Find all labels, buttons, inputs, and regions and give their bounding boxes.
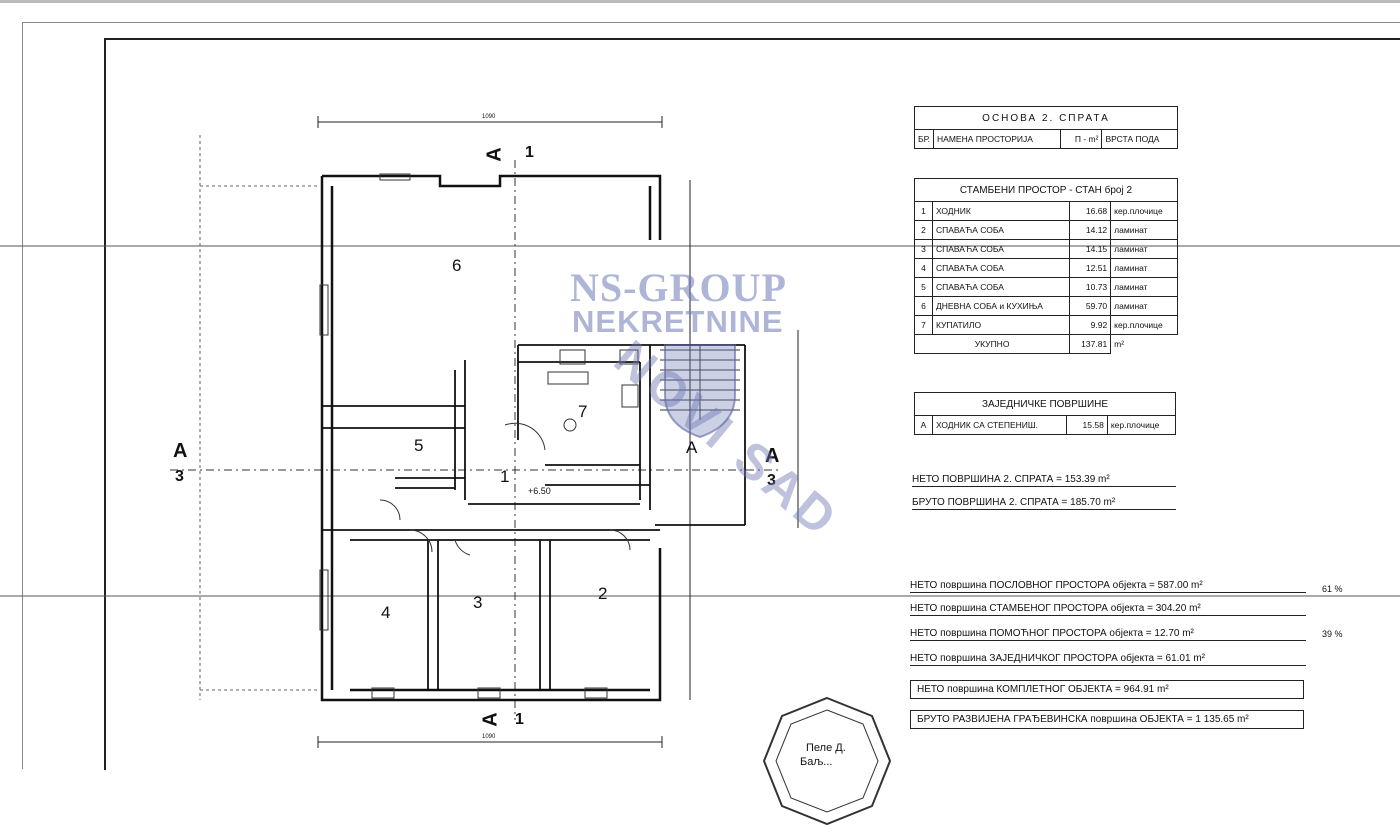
gross-developed-area: БРУТО РАЗВИЈЕНА ГРАЂЕВИНСКА површина ОБЈ…: [910, 710, 1304, 729]
section-marker-bottom: A: [479, 712, 502, 727]
section-marker-left: A: [173, 440, 188, 462]
dimension-top: 1090: [482, 114, 496, 120]
row-name: СПАВАЋА СОБА: [931, 277, 1071, 297]
row-name: ХОДНИК: [931, 201, 1071, 221]
watermark-title: NS-GROUP: [570, 265, 787, 310]
row-floor: ламинат: [1110, 277, 1178, 297]
floor-table: ОСНОВА 2. СПРАТА БР. НАМЕНА ПРОСТОРИЈА П…: [913, 106, 1178, 149]
row-number: 7: [914, 315, 933, 335]
business-area: НЕТО површина ПОСЛОВНОГ ПРОСТОРА објекта…: [910, 580, 1306, 593]
gross-floor-area: БРУТО ПОВРШИНА 2. СПРАТА = 185.70 m²: [912, 497, 1176, 510]
row-name: ХОДНИК СА СТЕПЕНИШ.: [932, 415, 1067, 435]
row-area: 10.73: [1069, 277, 1112, 297]
stamp-text-2: Баљ...: [800, 756, 833, 768]
sheet-top-edge: [0, 0, 1400, 3]
floor-table-title: ОСНОВА 2. СПРАТА: [914, 106, 1178, 130]
row-number: 4: [914, 258, 933, 278]
row-area: 9.92: [1069, 315, 1112, 335]
table-total-row: УКУПНО 137.81 m²: [913, 334, 1178, 354]
section-marker-right: A: [765, 445, 780, 467]
net-floor-area: НЕТО ПОВРШИНА 2. СПРАТА = 153.39 m²: [912, 474, 1176, 487]
total-label: УКУПНО: [913, 334, 1071, 354]
col-name-header: НАМЕНА ПРОСТОРИЈА: [933, 129, 1062, 149]
section-marker-top: A: [483, 147, 506, 162]
room-label-4: 4: [381, 603, 391, 622]
table-row: 6 ДНЕВНА СОБА и КУХИЊА 59.70 ламинат: [914, 296, 1178, 316]
row-floor: ламинат: [1110, 239, 1178, 259]
room-label-A: A: [686, 438, 698, 457]
row-area: 59.70: [1069, 296, 1112, 316]
table-row: 1 ХОДНИК 16.68 кер.плочице: [914, 201, 1178, 221]
apartment-table: СТАМБЕНИ ПРОСТОР - СТАН број 2 1 ХОДНИК …: [913, 178, 1178, 354]
row-name: КУПАТИЛО: [931, 315, 1071, 335]
room-label-3: 3: [473, 593, 483, 612]
room-label-2: 2: [598, 584, 608, 603]
section-number-right: 3: [767, 472, 776, 489]
auxiliary-percent: 39 %: [1322, 629, 1343, 639]
table-row: 3 СПАВАЋА СОБА 14.15 ламинат: [914, 239, 1178, 259]
dimension-bottom: 1090: [482, 734, 496, 740]
row-number: 2: [914, 220, 933, 240]
row-area: 15.58: [1065, 415, 1108, 435]
room-label-6: 6: [452, 256, 462, 275]
row-number: A: [914, 415, 933, 435]
total-value: 137.81: [1069, 334, 1112, 354]
row-number: 1: [914, 201, 933, 221]
level-mark: +6.50: [528, 486, 551, 496]
common-table-title: ЗАЈЕДНИЧКЕ ПОВРШИНЕ: [914, 392, 1176, 416]
row-number: 3: [914, 239, 933, 259]
room-label-1: 1: [500, 467, 510, 486]
row-floor: ламинат: [1110, 220, 1178, 240]
section-number-left: 3: [175, 468, 184, 485]
row-name: СПАВАЋА СОБА: [931, 239, 1071, 259]
row-floor: кер.плочице: [1106, 415, 1177, 435]
row-area: 12.51: [1069, 258, 1112, 278]
row-name: СПАВАЋА СОБА: [931, 220, 1071, 240]
room-label-7: 7: [578, 402, 588, 421]
room-label-5: 5: [414, 436, 424, 455]
sheet-outer-border: [22, 22, 1400, 769]
row-number: 5: [914, 277, 933, 297]
sheet-inner-border: [104, 38, 1400, 770]
row-floor: кер.плочице: [1110, 201, 1178, 221]
table-row: 2 СПАВАЋА СОБА 14.12 ламинат: [914, 220, 1178, 240]
residential-area: НЕТО површина СТАМБЕНОГ ПРОСТОРА објекта…: [910, 603, 1306, 616]
total-unit: m²: [1114, 339, 1125, 350]
business-percent: 61 %: [1322, 584, 1343, 594]
apartment-table-title: СТАМБЕНИ ПРОСТОР - СТАН број 2: [914, 178, 1178, 202]
row-floor: ламинат: [1110, 258, 1178, 278]
section-number-bottom: 1: [515, 711, 524, 728]
stamp-text-1: Пеле Д.: [806, 742, 846, 754]
complete-object-area: НЕТО површина КОМПЛЕТНОГ ОБЈЕКТА = 964.9…: [910, 680, 1304, 699]
table-row: A ХОДНИК СА СТЕПЕНИШ. 15.58 кер.плочице: [914, 415, 1177, 435]
watermark-subtitle: NEKRETNINE: [572, 304, 784, 339]
auxiliary-area: НЕТО површина ПОМОЋНОГ ПРОСТОРА објекта …: [910, 628, 1306, 641]
col-area-header: П - m²: [1060, 129, 1103, 149]
table-row: 4 СПАВАЋА СОБА 12.51 ламинат: [914, 258, 1178, 278]
row-floor: кер.плочице: [1110, 315, 1178, 335]
common-area-total: НЕТО површина ЗАЈЕДНИЧКОГ ПРОСТОРА објек…: [910, 653, 1306, 666]
common-areas-table: ЗАЈЕДНИЧКЕ ПОВРШИНЕ A ХОДНИК СА СТЕПЕНИШ…: [914, 392, 1177, 435]
row-area: 16.68: [1069, 201, 1112, 221]
section-number-top: 1: [525, 144, 534, 161]
table-row: 5 СПАВАЋА СОБА 10.73 ламинат: [914, 277, 1178, 297]
row-number: 6: [914, 296, 933, 316]
row-name: ДНЕВНА СОБА и КУХИЊА: [931, 296, 1071, 316]
table-row: 7 КУПАТИЛО 9.92 кер.плочице: [914, 315, 1178, 335]
col-number-header: БР.: [913, 129, 935, 149]
row-name: СПАВАЋА СОБА: [931, 258, 1071, 278]
row-area: 14.12: [1069, 220, 1112, 240]
row-area: 14.15: [1069, 239, 1112, 259]
row-floor: ламинат: [1110, 296, 1178, 316]
watermark-crest-icon: [664, 344, 736, 439]
col-floor-header: ВРСТА ПОДА: [1101, 129, 1178, 149]
